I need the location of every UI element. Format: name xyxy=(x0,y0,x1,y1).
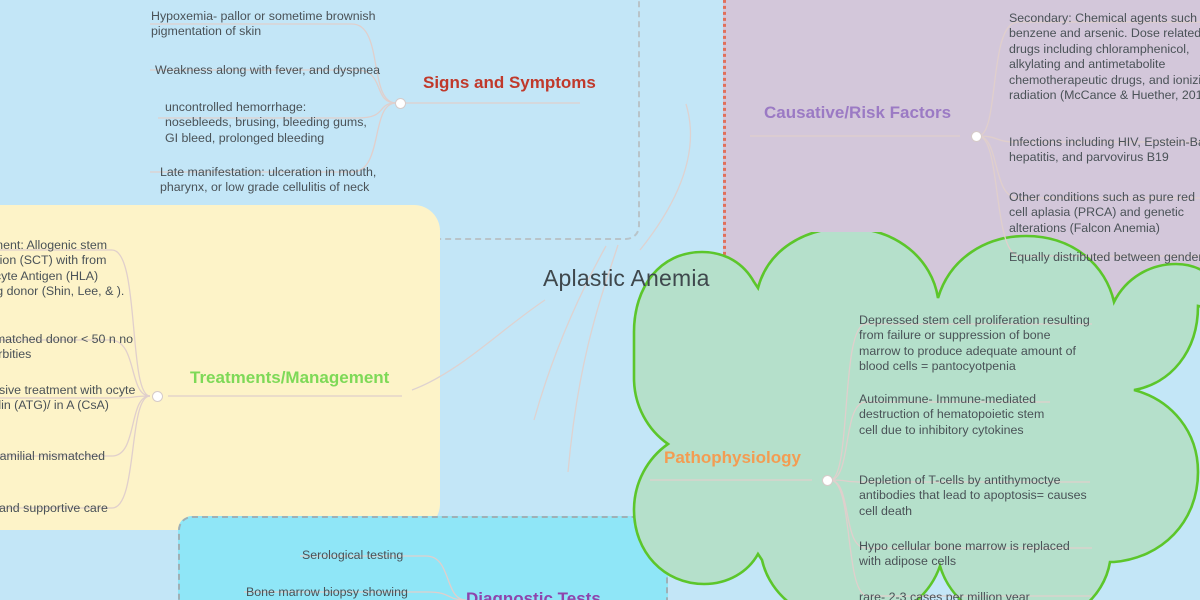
branch-title-signs[interactable]: Signs and Symptoms xyxy=(423,73,596,92)
leaf-treatments-4[interactable]: from familial mismatched xyxy=(0,449,106,463)
branch-title-diagnostic[interactable]: Diagnostic Tests xyxy=(466,589,601,600)
branch-title-pathophysiology[interactable]: Pathophysiology xyxy=(664,448,801,467)
leaf-signs-4[interactable]: Late manifestation: ulceration in mouth,… xyxy=(160,165,377,195)
node-dot-pathophysiology[interactable] xyxy=(822,475,833,486)
leaf-treatments-5[interactable]: ogen and supportive care xyxy=(0,501,108,515)
leaf-causative-2[interactable]: Infections including HIV, Epstein-Barr, … xyxy=(1009,135,1200,165)
leaf-causative-1[interactable]: Secondary: Chemical agents such as benze… xyxy=(1009,11,1200,103)
leaf-treatments-2[interactable]: HLA matched donor < 50 n no comorbities xyxy=(0,332,133,362)
leaf-patho-3[interactable]: Depletion of T-cells by antithymoctye an… xyxy=(859,473,1087,518)
leaf-causative-3[interactable]: Other conditions such as pure red cell a… xyxy=(1009,190,1195,235)
leaf-patho-1[interactable]: Depressed stem cell proliferation result… xyxy=(859,313,1090,374)
node-dot-signs[interactable] xyxy=(395,98,406,109)
branch-title-causative[interactable]: Causative/Risk Factors xyxy=(764,103,952,122)
leaf-patho-2[interactable]: Autoimmune- Immune-mediated destruction … xyxy=(859,392,1045,437)
leaf-causative-4[interactable]: Equally distributed between genders xyxy=(1009,250,1200,264)
node-dot-causative[interactable] xyxy=(971,131,982,142)
leaf-signs-1[interactable]: Hypoxemia- pallor or sometime brownish p… xyxy=(151,9,376,39)
leaf-patho-5[interactable]: rare- 2-3 cases per million year xyxy=(859,590,1030,600)
branch-title-treatments[interactable]: Treatments/Management xyxy=(190,368,390,387)
central-node-label[interactable]: Aplastic Anemia xyxy=(543,265,710,291)
leaf-signs-3[interactable]: uncontrolled hemorrhage: nosebleeds, bru… xyxy=(165,100,367,145)
node-dot-treatments[interactable] xyxy=(152,391,163,402)
leaf-patho-4[interactable]: Hypo cellular bone marrow is replaced wi… xyxy=(859,539,1070,569)
leaf-treatments-3[interactable]: ppressive treatment with ocyte globulin … xyxy=(0,383,136,413)
leaf-diagnostic-1[interactable]: Serological testing xyxy=(302,548,404,562)
leaf-diagnostic-2[interactable]: Bone marrow biopsy showing xyxy=(246,585,408,599)
leaf-signs-2[interactable]: Weakness along with fever, and dyspnea xyxy=(155,63,381,77)
leaf-treatments-1[interactable]: treatment: Allogenic stem portation (SCT… xyxy=(0,238,125,299)
